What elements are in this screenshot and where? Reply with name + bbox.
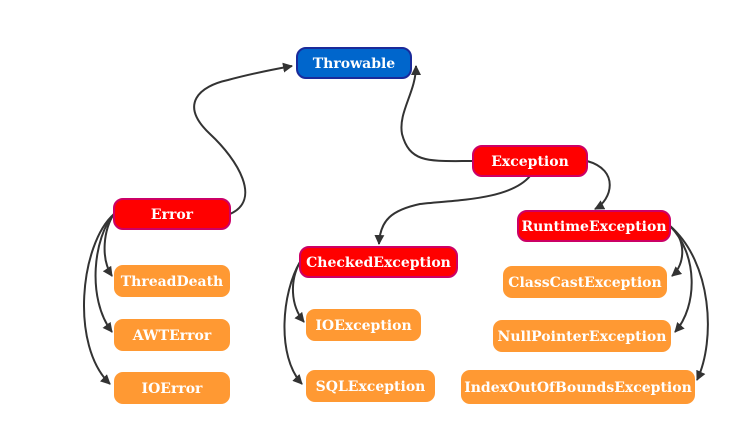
node-box-ioerror <box>114 372 230 404</box>
node-classcastexception: ClassCastException <box>503 266 667 298</box>
node-checkedexception: CheckedException <box>299 246 458 278</box>
edge-runtimeexception-to-indexoutofboundsexception <box>669 225 709 381</box>
node-label-classcastexception: ClassCastException <box>508 275 661 291</box>
node-box-indexoutofboundsexception <box>461 370 695 404</box>
edge-error-to-ioerror <box>83 213 115 385</box>
node-box-awterror <box>114 319 230 351</box>
node-label-runtimeexception: RuntimeException <box>521 219 666 235</box>
node-box-classcastexception <box>503 266 667 298</box>
node-box-throwable <box>296 47 412 79</box>
edge-exception-to-checkedexception <box>374 175 531 245</box>
node-sqlexception: SQLException <box>306 370 435 402</box>
node-box-nullpointerexception <box>493 320 671 352</box>
node-label-checkedexception: CheckedException <box>306 255 451 271</box>
node-box-error <box>113 198 231 230</box>
node-nullpointerexception: NullPointerException <box>493 320 671 352</box>
node-box-sqlexception <box>306 370 435 402</box>
node-label-threaddeath: ThreadDeath <box>121 274 224 290</box>
node-box-exception <box>472 145 588 177</box>
node-label-exception: Exception <box>491 154 569 170</box>
node-label-sqlexception: SQLException <box>316 379 426 395</box>
node-label-indexoutofboundsexception: IndexOutOfBoundsException <box>464 380 692 396</box>
node-ioexception: IOException <box>306 309 421 341</box>
node-indexoutofboundsexception: IndexOutOfBoundsException <box>461 370 695 404</box>
node-awterror: AWTError <box>114 319 230 351</box>
node-label-throwable: Throwable <box>313 56 396 72</box>
node-threaddeath: ThreadDeath <box>114 265 230 297</box>
edge-exception-to-runtimeexception <box>586 160 611 210</box>
node-runtimeexception: RuntimeException <box>517 210 671 242</box>
node-label-ioerror: IOError <box>142 381 204 397</box>
edges-layer <box>83 62 709 385</box>
edge-runtimeexception-to-nullpointerexception <box>669 225 693 333</box>
node-box-runtimeexception <box>517 210 671 242</box>
edge-checkedexception-to-sqlexception <box>283 261 303 385</box>
edge-error-to-throwable <box>193 62 293 215</box>
node-box-checkedexception <box>299 246 458 278</box>
node-error: Error <box>113 198 231 230</box>
node-exception: Exception <box>472 145 588 177</box>
node-label-ioexception: IOException <box>315 318 411 334</box>
node-ioerror: IOError <box>114 372 230 404</box>
edge-exception-to-throwable <box>400 65 474 163</box>
node-throwable: Throwable <box>296 47 412 79</box>
node-label-awterror: AWTError <box>132 328 212 344</box>
node-box-ioexception <box>306 309 421 341</box>
node-box-threaddeath <box>114 265 230 297</box>
node-label-nullpointerexception: NullPointerException <box>498 329 667 345</box>
node-label-error: Error <box>151 207 194 223</box>
edge-error-to-awterror <box>94 213 115 333</box>
